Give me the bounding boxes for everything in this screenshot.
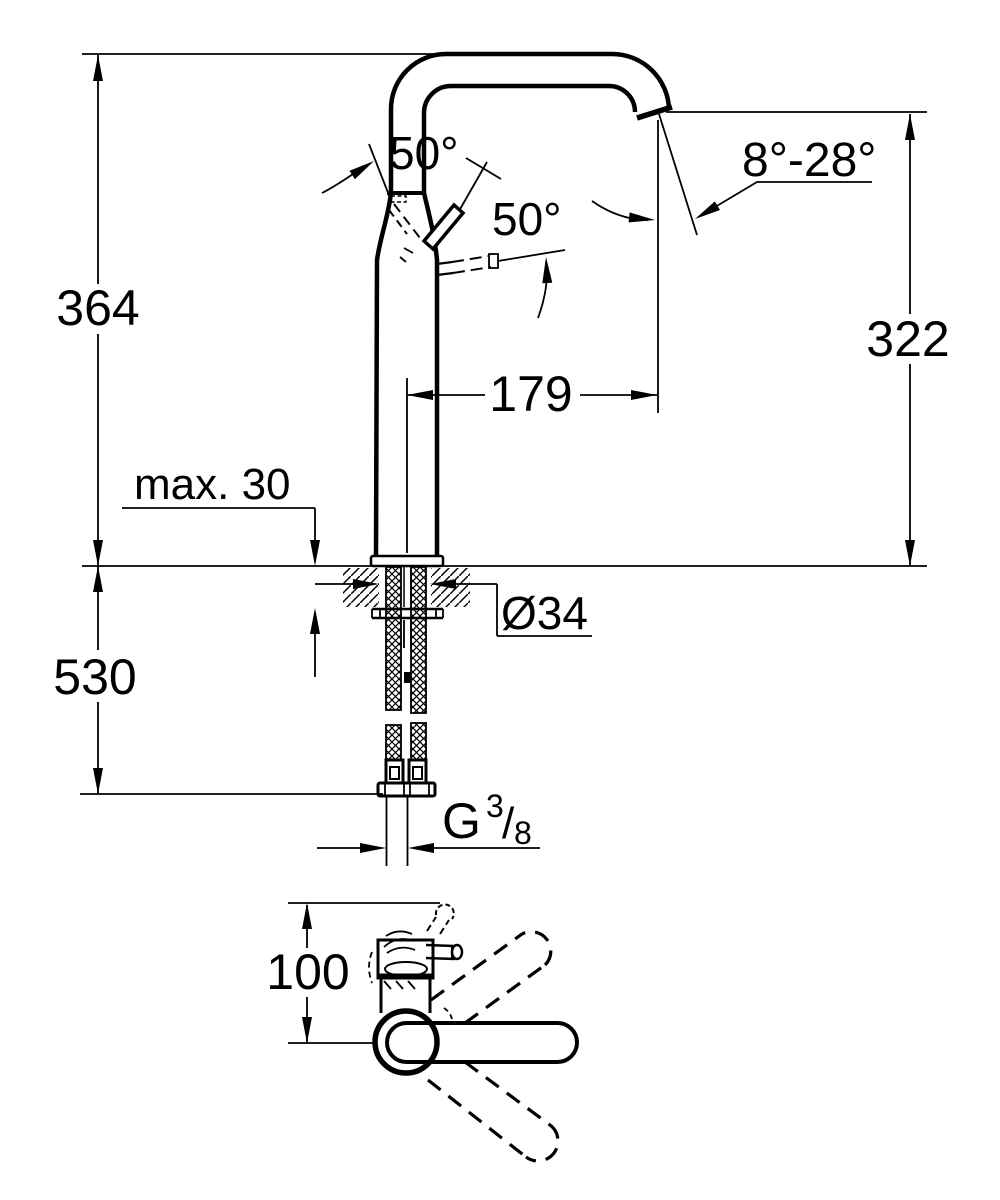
handle-down-position: [436, 249, 566, 277]
faucet-side-view: [343, 51, 698, 866]
thread-g: G: [442, 793, 481, 849]
plan-spout-solid: [385, 1021, 579, 1064]
angle-tick-line: [368, 143, 393, 204]
base-plate: [369, 554, 445, 568]
connection-nuts: [376, 781, 437, 798]
faucet-plan-view: 100: [266, 902, 579, 1163]
plan-swing-arc: [368, 951, 373, 984]
thread-slash: /: [502, 799, 515, 848]
locknut: [371, 607, 444, 620]
dim-overall-height: 364: [56, 280, 139, 336]
plan-lever-pin-dashed: [426, 903, 455, 935]
spout: [388, 51, 673, 193]
g38-pipe: [385, 796, 409, 866]
lever-handle: [421, 157, 502, 252]
hose-fittings: [376, 758, 437, 866]
leader-outlet-angle: [699, 181, 872, 217]
deck-hatch-left: [343, 568, 379, 607]
supply-hoses: [385, 566, 427, 762]
plan-pivot-circle: [372, 1008, 440, 1076]
stud-block: [404, 672, 411, 683]
plan-body: [368, 930, 435, 1013]
dim-thread-size: G 3 / 8: [442, 788, 532, 851]
dim-plan-clearance: 100: [266, 944, 349, 1000]
dim-outlet-angle: 8°-28°: [742, 134, 876, 187]
dim-swivel-angle: 50°: [492, 193, 562, 245]
outlet-angle-lines: [657, 113, 698, 413]
hidden-handle-dashed: [388, 195, 424, 263]
spout-swivel-dashed: [427, 930, 560, 1163]
dim-hose-length: 530: [53, 649, 136, 705]
plan-lever-pin: [425, 943, 464, 961]
handle-angle-line: [497, 249, 566, 262]
dim-handle-angle: 50°: [389, 127, 459, 179]
dimension-lines: 364 530 322 179 max. 30 Ø34 G 3: [53, 53, 950, 853]
lever-axis-cross: [465, 157, 502, 180]
dim-hole-diameter: Ø34: [501, 587, 588, 639]
outlet-face: [636, 104, 673, 121]
thread-numerator: 3: [486, 788, 504, 824]
dim-spout-reach: 179: [489, 366, 572, 422]
thread-denominator: 8: [514, 815, 532, 851]
center-stud: [403, 620, 412, 648]
lever-axis-line: [458, 161, 488, 212]
shank-lines: [403, 567, 412, 607]
dim-outlet-height: 322: [866, 311, 949, 367]
dim-deck-thickness: max. 30: [134, 460, 291, 509]
